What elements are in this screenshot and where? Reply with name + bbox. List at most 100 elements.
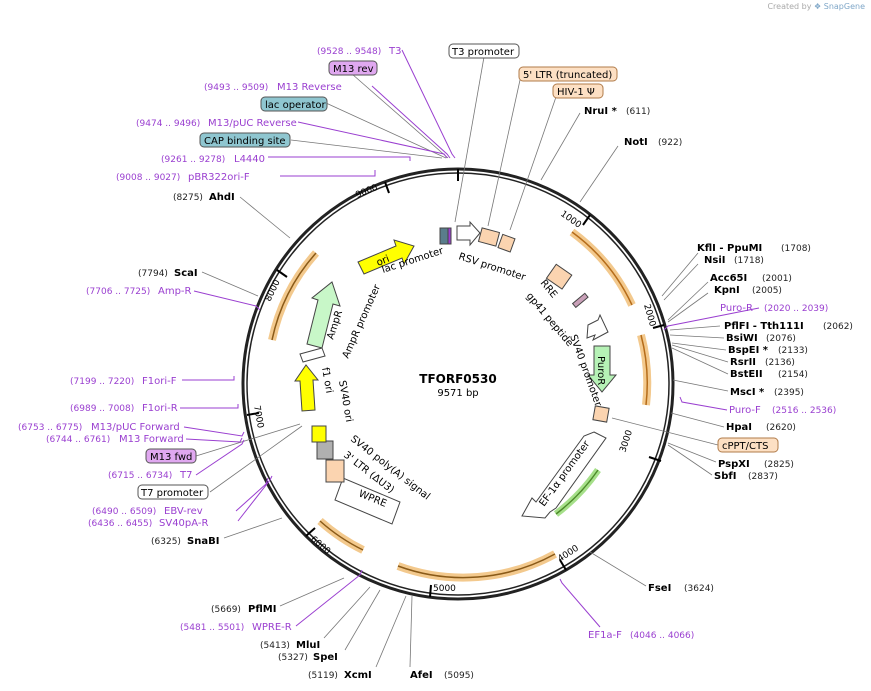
primer-name-m13-reverse: M13 Reverse	[277, 82, 342, 93]
enzyme-pos-acc65i: (2001)	[762, 274, 792, 284]
tick-5000	[429, 584, 432, 598]
enzyme-pos-pflmi: (5669)	[211, 605, 241, 615]
tick-6000	[305, 527, 316, 537]
leader-ahdi	[239, 196, 291, 239]
box-text-t3-promoter: T3 promoter	[451, 47, 515, 58]
lac-operator-box	[439, 227, 449, 245]
box-text-psi: HIV-1 Ψ	[557, 87, 595, 98]
primer-name-wpre-r: WPRE-R	[252, 622, 292, 633]
enzyme-name-ahdi: AhdI	[209, 192, 235, 203]
leader-spei	[344, 589, 381, 651]
primer-pos-f1ori-r: (6989 .. 7008)	[70, 404, 134, 414]
box-text-cap: CAP binding site	[204, 136, 286, 147]
wpre-arrow	[334, 477, 401, 525]
primer-name-ef1af: EF1a-F	[588, 630, 622, 641]
primer-line-pbr322	[280, 170, 376, 177]
enzyme-pos-nsii: (1718)	[734, 256, 764, 266]
lac-marker-box	[447, 227, 452, 245]
leader-lac-operator	[325, 102, 447, 159]
primer-pos-t3: (9528 .. 9548)	[317, 47, 381, 57]
enzyme-name-bsteii: BstEII	[730, 369, 763, 380]
orf-arc-1-core	[571, 231, 633, 306]
enzyme-name-pspxi: PspXI	[718, 459, 750, 470]
tick-label-8000: 8000	[264, 278, 283, 303]
orf-arc-5-core	[271, 252, 317, 341]
orf-arcs	[268, 228, 652, 582]
primer-line-puror	[663, 307, 760, 331]
leader-sbfi	[667, 444, 713, 476]
leader-fsei	[589, 551, 647, 587]
enzyme-name-pflfi: PflFI - Tth111I	[724, 321, 804, 332]
tick-label-1000: 1000	[558, 209, 583, 230]
tick-9000	[384, 181, 390, 194]
primer-name-purof: Puro-F	[729, 405, 761, 416]
rre-box	[545, 263, 573, 290]
enzyme-name-xcmi: XcmI	[344, 670, 372, 681]
enzyme-name-afei: AfeI	[410, 670, 433, 681]
box-5ltr	[518, 66, 618, 82]
box-text-lac-operator: lac operator	[265, 100, 326, 111]
orf-arc-4-core	[319, 520, 364, 551]
tick-label-7000: 7000	[251, 405, 265, 430]
ampr-arrow	[306, 281, 341, 349]
primer-name-f1ori-r: F1ori-R	[142, 403, 178, 414]
primer-pos-puror: (2020 .. 2039)	[764, 304, 828, 314]
feature-ori: ori	[375, 254, 391, 269]
tick-3000	[648, 456, 662, 462]
box-text-m13fwd: M13 fwd	[150, 452, 192, 463]
box-text-cppt: cPPT/CTS	[722, 441, 768, 452]
orf-arc-2-core	[640, 334, 648, 406]
primer-name-pbr322: pBR322ori-F	[188, 172, 250, 183]
leader-5ltr	[487, 79, 521, 227]
box-t3-promoter	[448, 43, 520, 59]
primer-pos-m13puc-reverse: (9474 .. 9496)	[136, 119, 200, 129]
primer-name-sv40pa-r: SV40pA-R	[159, 518, 208, 529]
box-cap	[199, 132, 291, 148]
boxed-labels: T3 promoter M13 rev lac operator CAP bin…	[137, 43, 779, 500]
primer-name-m13-forward: M13 Forward	[119, 434, 184, 445]
sv40ori-box	[311, 425, 327, 443]
tick-label-9000: 9000	[354, 183, 379, 201]
box-text-m13rev: M13 rev	[333, 64, 374, 75]
primer-line-amp-r	[193, 290, 261, 311]
enzyme-pos-rsrii: (2136)	[765, 358, 795, 368]
primer-line-m13puc-forward	[183, 426, 245, 437]
ef1a-promoter-arrow	[521, 431, 607, 519]
primer-line-m13-forward	[185, 437, 243, 443]
primer-pos-m13-reverse: (9493 .. 9509)	[204, 83, 268, 93]
primer-pos-amp-r: (7706 .. 7725)	[86, 287, 150, 297]
enzyme-name-kpni: KpnI	[714, 285, 740, 296]
primer-line-l4440	[268, 156, 411, 161]
primer-line-sv40pa-r	[237, 475, 273, 522]
primer-lines	[180, 49, 760, 628]
enzyme-pos-afei: (5095)	[444, 671, 474, 681]
primer-pos-pbr322: (9008 .. 9027)	[116, 173, 180, 183]
enzyme-pos-pflfi: (2062)	[823, 322, 853, 332]
leader-bsteii	[671, 347, 729, 375]
primer-name-m13puc-reverse: M13/pUC Reverse	[208, 118, 297, 129]
box-t7-promoter	[137, 484, 209, 500]
primer-pos-ebv-rev: (6490 .. 6509)	[92, 507, 156, 517]
feature-ampr-promoter: AmpR promoter	[341, 282, 384, 360]
cppt-box	[592, 405, 610, 423]
enzyme-pos-pspxi: (2825)	[764, 460, 794, 470]
orf-arc-3-core	[397, 553, 556, 579]
tick-label-6000: 6000	[308, 535, 332, 558]
enzyme-name-msci: MscI *	[730, 387, 765, 398]
primer-line-m13-reverse	[371, 85, 451, 159]
enzyme-name-kfli: KflI - PpuMI	[697, 243, 762, 254]
puror-arrow	[586, 345, 618, 393]
tick-8000	[276, 269, 288, 278]
enzyme-name-bspei: BspEI *	[728, 345, 769, 356]
tick-1000	[582, 214, 591, 226]
primer-line-f1ori-f	[182, 376, 235, 381]
orf-arc-1	[569, 228, 636, 307]
primer-labels: (9528 .. 9548) T3 (9493 .. 9509) M13 Rev…	[18, 46, 836, 641]
snapgene-credit: Created by ❖ SnapGene	[767, 2, 865, 11]
enzyme-name-sbfi: SbfI	[714, 471, 736, 482]
primer-line-ef1af	[559, 578, 601, 628]
tick-label-3000: 3000	[618, 429, 635, 454]
enzyme-pos-mlui: (5413)	[260, 641, 290, 651]
primer-line-t7	[195, 439, 245, 476]
enzyme-pos-kpni: (2005)	[752, 286, 782, 296]
